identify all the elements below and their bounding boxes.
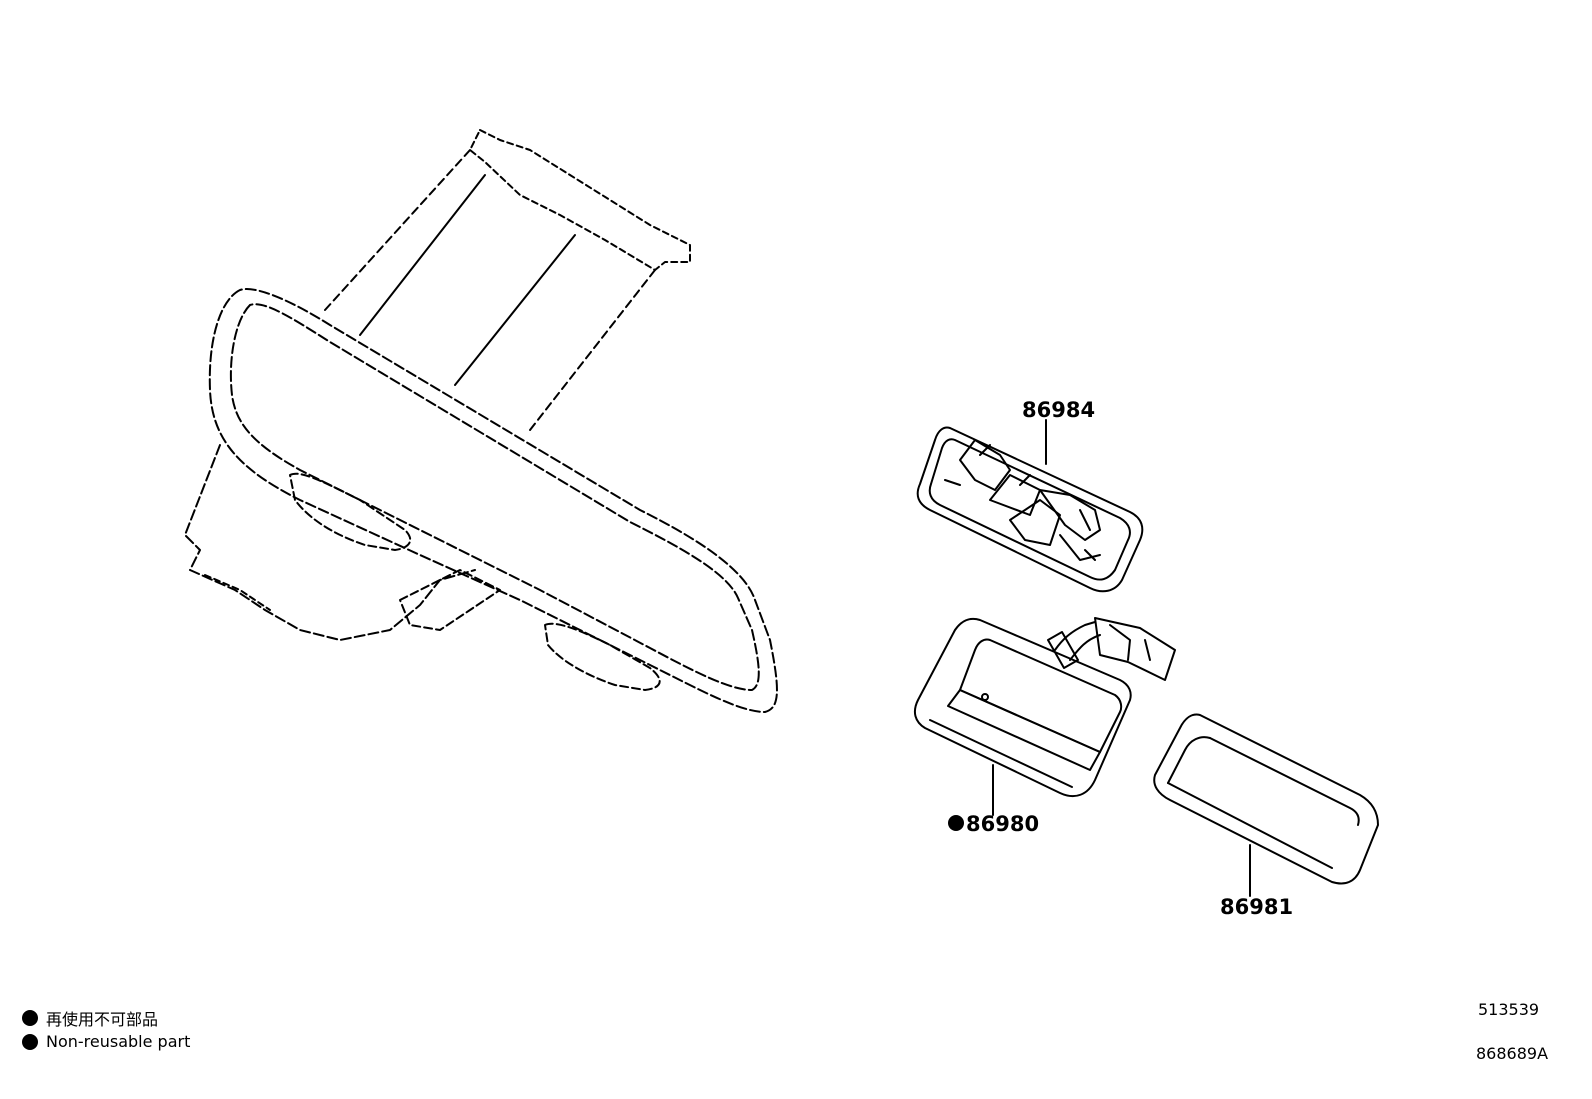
- cover-86981-drawing: [1153, 713, 1379, 885]
- rear-view-mirror-outline: [184, 129, 778, 713]
- sensor-86980-drawing: [913, 617, 1176, 798]
- legend-en: Non-reusable part: [22, 1032, 190, 1051]
- cover-86984-drawing: [916, 426, 1144, 593]
- bullet-icon: [22, 1033, 38, 1050]
- part-number-86981: 86981: [1220, 895, 1293, 919]
- part-number-86984: 86984: [1022, 398, 1095, 422]
- non-reusable-marker: [948, 815, 964, 831]
- illustration-code: 868689A: [1476, 1044, 1549, 1063]
- figure-code: 513539: [1478, 1000, 1540, 1019]
- part-number-86980: 86980: [966, 812, 1039, 836]
- legend-jp-text: 再使用不可部品: [46, 1010, 159, 1029]
- bullet-icon: [22, 1010, 38, 1026]
- legend-en-text: Non-reusable part: [46, 1032, 191, 1051]
- legend-jp: 再使用不可部品: [22, 1006, 158, 1030]
